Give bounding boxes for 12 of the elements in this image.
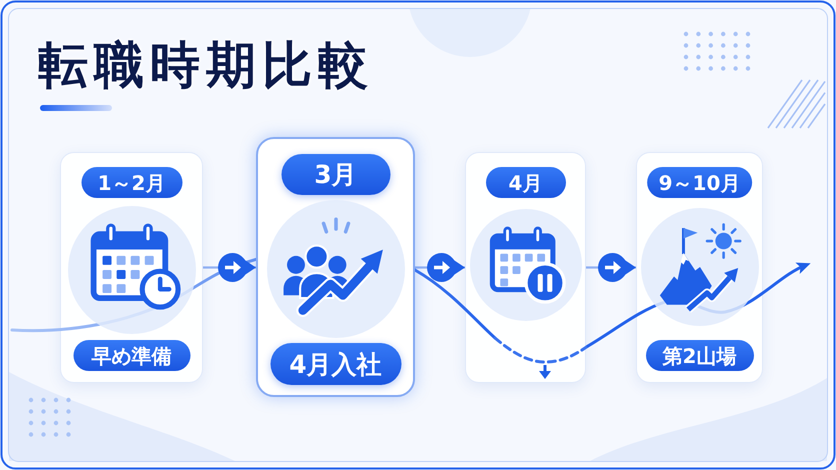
- timeline-card: [465, 152, 586, 383]
- period-tag: 9～10月: [646, 167, 752, 198]
- phase-tag: 早め準備: [73, 340, 190, 371]
- timeline-card: [636, 152, 763, 383]
- period-tag: 4月: [486, 167, 566, 198]
- period-tag: 3月: [281, 154, 390, 195]
- title: 転職時期比較: [38, 38, 374, 93]
- timeline-card: [256, 137, 415, 397]
- phase-tag: 第2山場: [646, 340, 754, 371]
- period-tag: 1～2月: [81, 167, 182, 198]
- timeline-card: [60, 152, 203, 383]
- phase-tag: 4月入社: [270, 343, 401, 385]
